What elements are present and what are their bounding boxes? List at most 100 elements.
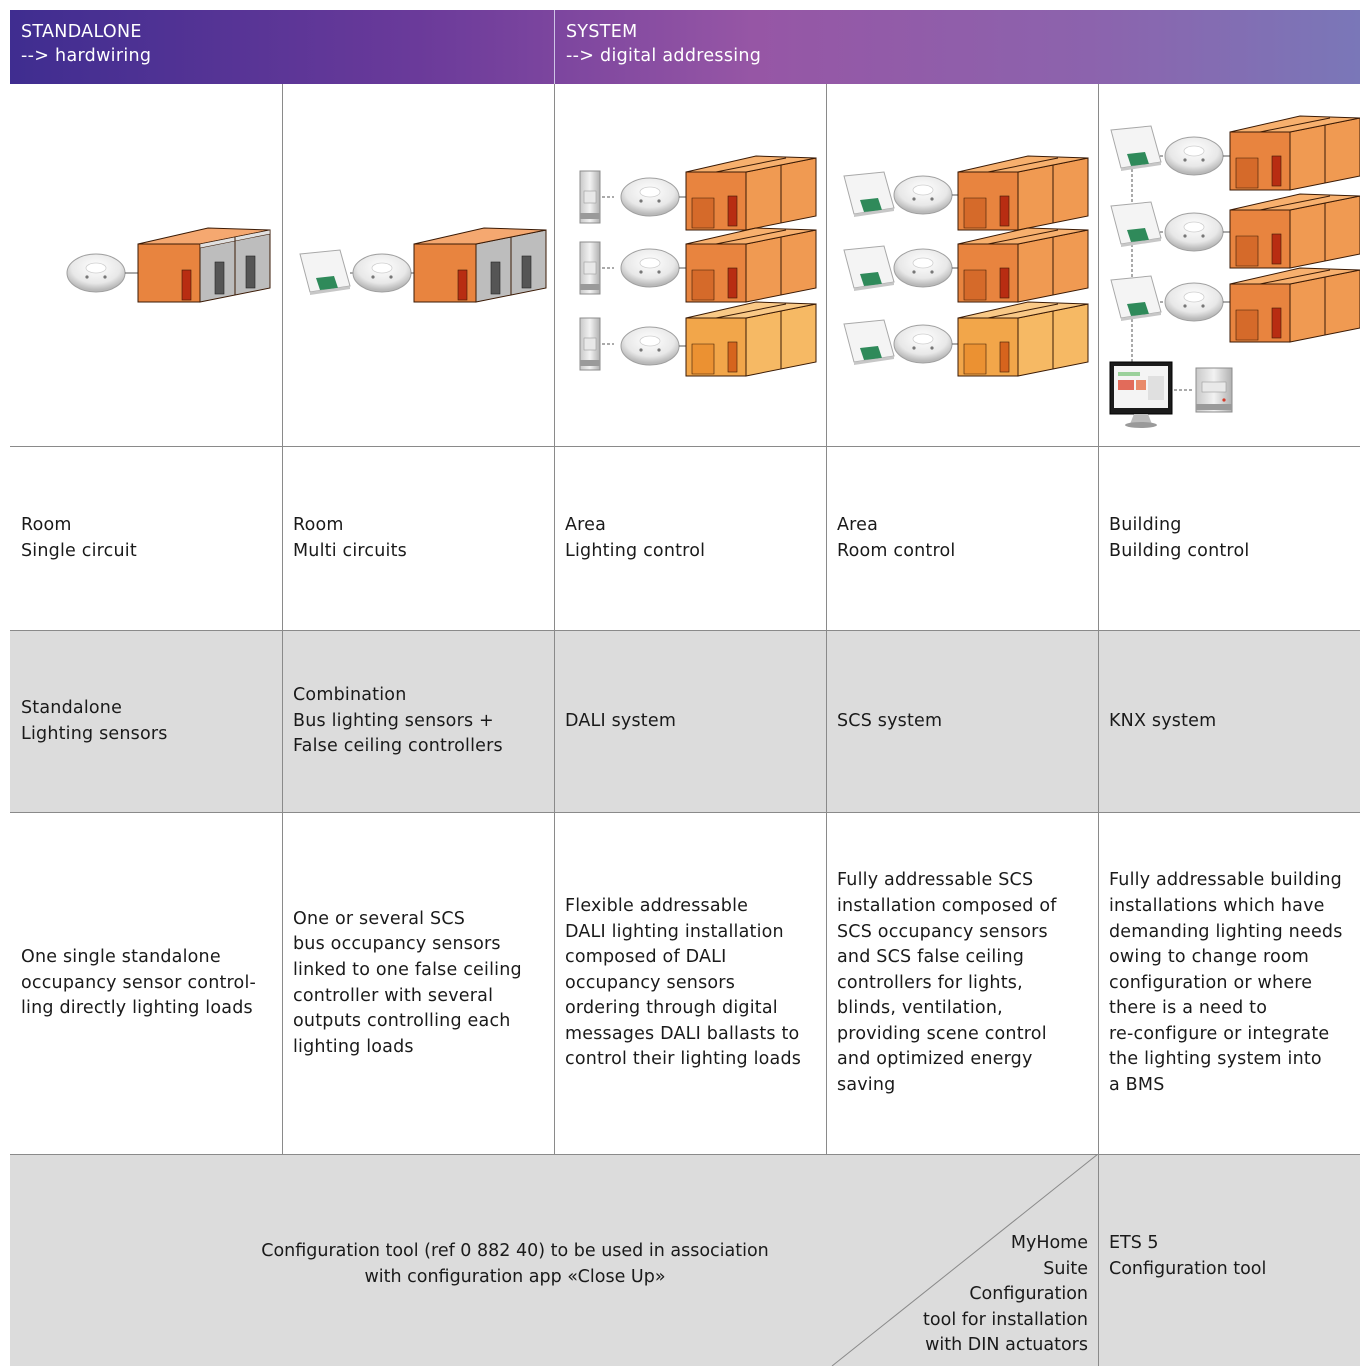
- scope-line1: Room: [293, 514, 344, 535]
- room-block-icon: [957, 301, 1089, 377]
- text-line: occupancy sensor control-: [21, 972, 257, 993]
- text-line: DALI lighting installation: [565, 921, 784, 942]
- text-line: Fully addressable building: [1109, 870, 1342, 891]
- header-system-title: SYSTEM: [566, 22, 638, 42]
- text-line: Standalone: [21, 697, 123, 718]
- divider: [10, 630, 1360, 631]
- scope-line1: Area: [837, 514, 879, 535]
- text-line: and SCS false ceiling: [837, 947, 1025, 968]
- room-block-icon: [685, 301, 817, 377]
- column-divider: [826, 84, 827, 1154]
- single-room-illustration: [66, 227, 271, 303]
- description-cell-5: Fully addressable building installations …: [1098, 813, 1360, 1154]
- room-block-icon: [957, 155, 1089, 231]
- column-divider: [282, 84, 283, 1154]
- diagonal-divider: [831, 1154, 1098, 1366]
- system-type-cell-4: SCS system: [826, 631, 1098, 812]
- false-ceiling-controller-icon: [843, 245, 895, 292]
- false-ceiling-controller-icon: [299, 249, 351, 296]
- text-line: ordering through digital: [565, 998, 778, 1019]
- text-line: One single standalone: [21, 947, 221, 968]
- monitor-icon: [1109, 361, 1173, 428]
- scope-line1: Area: [565, 514, 607, 535]
- ceiling-sensor-icon: [893, 175, 953, 215]
- divider: [10, 812, 1360, 813]
- text-line: Flexible addressable: [565, 895, 749, 916]
- close-up-config-line2: with configuration app «Close Up»: [364, 1266, 666, 1287]
- ceiling-sensor-icon: [620, 326, 680, 366]
- illustration-row: [10, 84, 1360, 446]
- text-line: SCS system: [837, 710, 943, 731]
- scope-line2: Single circuit: [21, 540, 137, 561]
- header-standalone-title: STANDALONE: [21, 22, 142, 42]
- ets-config-line1: ETS 5: [1109, 1233, 1159, 1253]
- text-line: the lighting system into: [1109, 1049, 1322, 1070]
- room-block-icon: [957, 227, 1089, 303]
- text-line: re-configure or integrate: [1109, 1023, 1330, 1044]
- text-line: Lighting sensors: [21, 723, 168, 744]
- text-line: with DIN actuators: [925, 1335, 1088, 1356]
- text-line: tool for installation: [923, 1309, 1088, 1330]
- text-line: KNX system: [1109, 710, 1217, 731]
- room-block-icon: [413, 227, 547, 303]
- text-line: installations which have: [1109, 895, 1325, 916]
- system-type-text: SCS system: [837, 709, 942, 735]
- description-row: One single standalone occupancy sensor co…: [10, 813, 1360, 1154]
- text-line: linked to one false ceiling: [293, 959, 522, 980]
- text-line: Configuration: [969, 1284, 1088, 1305]
- text-line: occupancy sensors: [565, 972, 736, 993]
- text-line: MyHome: [1010, 1233, 1088, 1253]
- text-line: blinds, ventilation,: [837, 998, 1003, 1019]
- header-standalone: STANDALONE --> hardwiring: [10, 10, 554, 84]
- text-line: controller with several: [293, 985, 494, 1006]
- room-block-icon: [137, 227, 271, 303]
- ceiling-sensor-icon: [66, 253, 126, 293]
- din-module-icon: [1195, 367, 1233, 413]
- text-line: there is a need to: [1109, 998, 1268, 1019]
- column-divider: [554, 84, 555, 1154]
- text-line: Suite: [1043, 1258, 1088, 1279]
- scs-area-illustration: [843, 155, 1089, 377]
- ceiling-sensor-icon: [1164, 136, 1224, 176]
- text-line: configuration or where: [1109, 972, 1313, 993]
- ceiling-sensor-icon: [893, 324, 953, 364]
- text-line: messages DALI ballasts to: [565, 1023, 800, 1044]
- room-block-icon: [1229, 267, 1360, 343]
- text-line: One or several SCS: [293, 908, 466, 929]
- configuration-shared-cell: Configuration tool (ref 0 882 40) to be …: [10, 1154, 1098, 1366]
- text-line: False ceiling controllers: [293, 736, 503, 757]
- system-type-cell-3: DALI system: [554, 631, 826, 812]
- header-band: STANDALONE --> hardwiring SYSTEM --> dig…: [10, 10, 1360, 84]
- ceiling-sensor-icon: [620, 177, 680, 217]
- room-block-icon: [685, 155, 817, 231]
- din-module-icon: [579, 241, 601, 295]
- description-text: One single standalone occupancy sensor co…: [21, 945, 256, 1022]
- close-up-config-line1: Configuration tool (ref 0 882 40) to be …: [261, 1241, 769, 1261]
- scope-line2: Room control: [837, 540, 956, 561]
- text-line: controllers for lights,: [837, 972, 1023, 993]
- text-line: providing scene control: [837, 1023, 1047, 1044]
- false-ceiling-controller-icon: [1110, 201, 1162, 248]
- ceiling-sensor-icon: [1164, 212, 1224, 252]
- false-ceiling-controller-icon: [843, 171, 895, 218]
- text-line: SCS occupancy sensors: [837, 921, 1048, 942]
- room-block-icon: [685, 227, 817, 303]
- text-line: DALI system: [565, 710, 677, 731]
- divider: [10, 446, 1360, 447]
- room-block-icon: [1229, 193, 1360, 269]
- text-line: lighting loads: [293, 1036, 414, 1057]
- ceiling-sensor-icon: [1164, 282, 1224, 322]
- din-module-icon: [579, 170, 601, 224]
- text-line: owing to change room: [1109, 947, 1310, 968]
